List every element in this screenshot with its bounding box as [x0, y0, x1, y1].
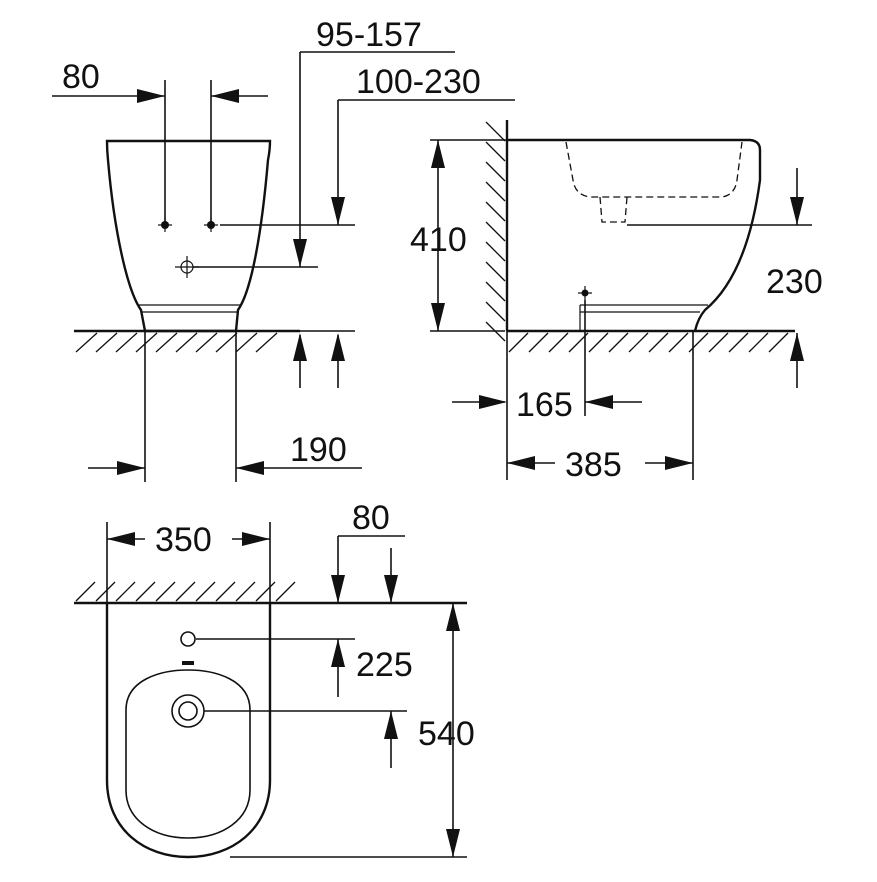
- tap-hole-icon: [180, 631, 196, 647]
- dim-top-supply: 225: [356, 646, 413, 684]
- top-bowl-outline: [125, 669, 251, 839]
- front-view: 80 95-157 100-230 190: [52, 16, 515, 482]
- dim-top-wall: 80: [352, 499, 390, 537]
- front-bidet-body: [105, 139, 272, 333]
- front-floor-hatch: [75, 332, 278, 353]
- dim-front-height: 100-230: [356, 63, 481, 101]
- dim-top-depth: 540: [418, 715, 475, 753]
- side-view: 410 230 165 385: [410, 120, 823, 484]
- dim-front-base: 190: [290, 431, 347, 469]
- side-bidet-body: [507, 138, 762, 332]
- dim-side-supply: 230: [766, 263, 823, 301]
- top-view: 350 80 225 540: [74, 499, 475, 859]
- side-bowl-outline: [565, 141, 743, 198]
- dim-front-offset: 95-157: [316, 16, 422, 54]
- side-wall-hatch: [485, 121, 506, 342]
- side-floor-hatch: [508, 332, 789, 353]
- top-wall-hatch: [75, 581, 296, 602]
- dim-front-spacing: 80: [62, 58, 100, 96]
- dim-side-height: 410: [410, 221, 467, 259]
- top-bidet-outline: [105, 603, 272, 859]
- dim-side-drain: 165: [516, 386, 573, 424]
- dim-side-depth: 385: [565, 446, 622, 484]
- drain-icon: [171, 694, 205, 728]
- dim-top-width: 350: [155, 521, 212, 559]
